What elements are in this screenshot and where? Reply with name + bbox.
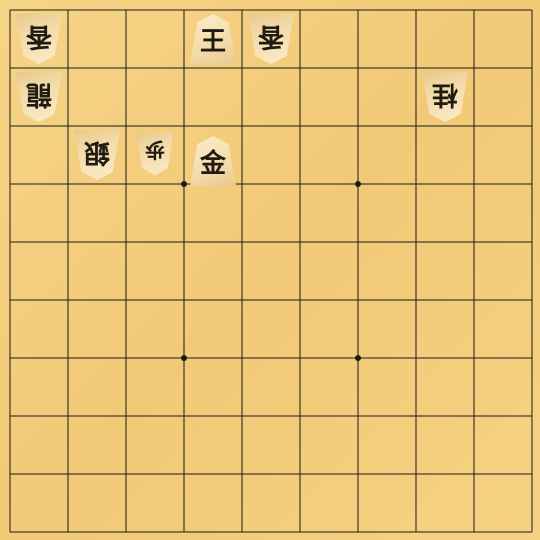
piece-label: 龍 xyxy=(26,79,53,109)
star-point xyxy=(355,355,361,361)
piece-label: 王 xyxy=(199,27,226,57)
piece-lance-gote-col4[interactable]: 香 xyxy=(248,14,294,64)
piece-dragon-gote[interactable]: 龍 xyxy=(16,72,62,122)
piece-label: 香 xyxy=(26,21,53,51)
piece-label: 桂 xyxy=(432,79,459,109)
piece-label: 歩 xyxy=(145,138,165,162)
piece-knight-gote[interactable]: 桂 xyxy=(422,72,468,122)
piece-body xyxy=(190,14,236,64)
piece-lance-gote-col0[interactable]: 香 xyxy=(16,14,62,64)
star-point xyxy=(181,355,187,361)
piece-gold-sente[interactable]: 金 xyxy=(190,136,236,186)
piece-king-sente[interactable]: 王 xyxy=(190,14,236,64)
piece-label: 銀 xyxy=(84,137,111,167)
piece-label: 金 xyxy=(199,149,226,179)
piece-body xyxy=(190,136,236,186)
piece-label: 香 xyxy=(258,21,285,51)
piece-silver-gote[interactable]: 銀 xyxy=(74,130,120,180)
star-point xyxy=(181,181,187,187)
star-point xyxy=(355,181,361,187)
piece-pawn-gote[interactable]: 歩 xyxy=(135,133,175,177)
